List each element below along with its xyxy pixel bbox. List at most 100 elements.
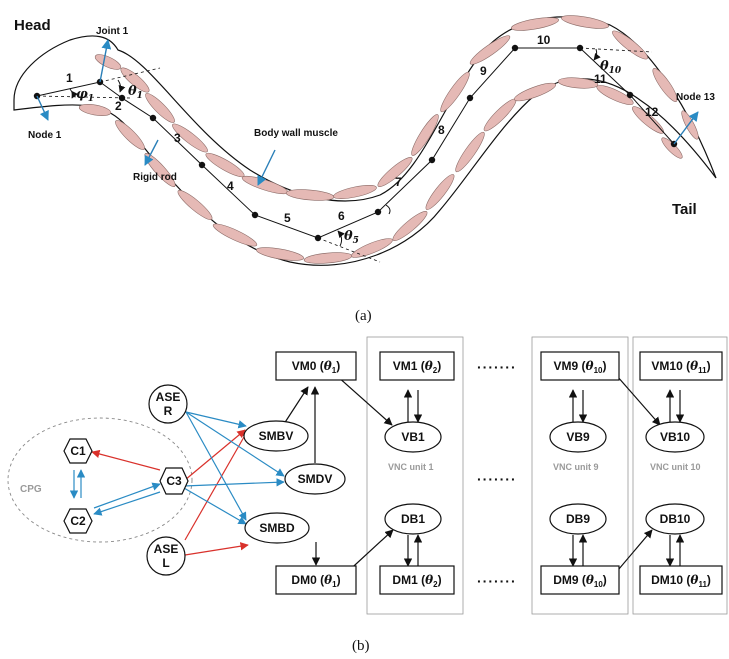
segment-number: 3 <box>174 131 181 145</box>
segment-number: 1 <box>66 71 73 85</box>
muscle-cell <box>145 93 175 123</box>
svg-text:VB10: VB10 <box>660 430 690 444</box>
pointer-arrows <box>36 39 699 186</box>
theta10-symbol: θ10 <box>600 59 622 76</box>
muscle-cell <box>661 137 683 159</box>
vb1-neuron: VB1 <box>384 421 442 453</box>
segment-number: 6 <box>338 209 345 223</box>
muscle-cell <box>115 120 145 150</box>
svg-text:DM10 (θ11): DM10 (θ11) <box>651 573 711 589</box>
vnc-unit-10-label: VNC unit 10 <box>650 462 701 472</box>
rigid-rod-label: Rigid rod <box>133 172 177 183</box>
node13-label: Node 13 <box>676 92 715 103</box>
caption-b: (b) <box>352 638 370 654</box>
node1-label: Node 1 <box>28 130 62 141</box>
ellipsis-bottom: ······· <box>477 573 517 589</box>
svg-text:DB1: DB1 <box>401 512 425 526</box>
svg-text:DB10: DB10 <box>660 512 691 526</box>
segment-numbers: 1 2 3 4 5 6 7 8 9 10 11 12 <box>66 33 659 225</box>
segment-number: 11 <box>594 72 607 86</box>
muscle-cell <box>425 174 455 210</box>
dm0-muscle-box: DM0 (θ1) <box>275 565 357 595</box>
svg-text:SMDV: SMDV <box>298 472 333 486</box>
joint1-label: Joint 1 <box>96 26 129 37</box>
muscle-cell <box>256 247 304 261</box>
db1-neuron: DB1 <box>384 503 442 535</box>
muscle-cell <box>652 68 678 102</box>
svg-text:ASE: ASE <box>154 542 179 556</box>
cpg-node-c3: C3 <box>159 467 189 495</box>
svg-text:VB9: VB9 <box>566 430 590 444</box>
node1-pointer <box>36 95 49 121</box>
muscle-cell <box>78 104 112 116</box>
body-wall-muscle-label: Body wall muscle <box>254 128 338 139</box>
svg-text:VM9 (θ10): VM9 (θ10) <box>554 359 607 375</box>
rigid-rod-chain <box>36 47 675 239</box>
ellipsis-middle: ······· <box>477 471 517 487</box>
joint1-pointer <box>99 39 112 83</box>
blue-inhibitory-links <box>69 411 285 525</box>
body-wall-muscle-cells <box>78 15 699 264</box>
db9-neuron: DB9 <box>549 503 607 535</box>
muscle-cell <box>411 114 439 156</box>
angle-arcs <box>69 48 601 247</box>
cpg-node-c1: C1 <box>63 438 93 464</box>
smbv-neuron: SMBV <box>243 420 309 452</box>
muscle-cell <box>205 152 245 178</box>
smbd-neuron: SMBD <box>244 512 310 544</box>
segment-number: 2 <box>115 99 122 113</box>
muscle-cell <box>513 82 557 102</box>
worm-body <box>13 16 717 266</box>
vm9-muscle-box: VM9 (θ10) <box>540 351 620 381</box>
node-dot <box>511 44 519 52</box>
dm1-muscle-box: DM1 (θ2) <box>379 565 455 595</box>
dm9-muscle-box: DM9 (θ10) <box>540 565 620 595</box>
muscle-cell <box>392 211 428 241</box>
muscle-cell <box>94 54 122 70</box>
svg-text:DM1 (θ2): DM1 (θ2) <box>392 573 441 589</box>
svg-text:ASE: ASE <box>156 390 181 404</box>
muscle-cell <box>455 131 485 173</box>
dm10-muscle-box: DM10 (θ11) <box>639 565 723 595</box>
vnc-unit-9-frame <box>531 336 629 615</box>
muscle-cell <box>632 106 664 134</box>
ellipsis-top: ······· <box>477 359 517 375</box>
svg-text:L: L <box>162 556 169 570</box>
svg-text:C2: C2 <box>70 514 86 528</box>
head-label: Head <box>14 17 51 34</box>
svg-text:DM0 (θ1): DM0 (θ1) <box>291 573 340 589</box>
theta1-symbol: θ1 <box>128 84 143 101</box>
tail-label: Tail <box>672 201 697 218</box>
vnc-unit-1-label: VNC unit 1 <box>388 462 434 472</box>
muscle-cell <box>596 85 634 105</box>
muscle-cell <box>561 15 609 29</box>
vb9-neuron: VB9 <box>549 421 607 453</box>
svg-text:VB1: VB1 <box>401 430 425 444</box>
node-dot <box>466 94 474 102</box>
node-dot <box>149 114 157 122</box>
svg-text:DB9: DB9 <box>566 512 590 526</box>
vb10-neuron: VB10 <box>645 421 705 453</box>
svg-text:VM10 (θ11): VM10 (θ11) <box>651 359 710 375</box>
reference-dashed-lines <box>36 47 653 263</box>
svg-text:DM9 (θ10): DM9 (θ10) <box>553 573 607 589</box>
svg-text:C3: C3 <box>166 474 182 488</box>
cpg-boundary <box>7 417 193 543</box>
svg-text:SMBD: SMBD <box>259 521 295 535</box>
theta5-symbol: θ5 <box>344 229 359 246</box>
muscle-cell <box>612 30 648 60</box>
cpg-label: CPG <box>20 484 42 495</box>
node-dot <box>198 161 206 169</box>
muscle-cell <box>333 185 377 199</box>
muscle-cell <box>177 190 213 220</box>
vnc-unit-1-frame <box>366 336 464 615</box>
muscle-cell <box>469 35 511 65</box>
muscle-cell <box>557 77 599 89</box>
muscle-cell <box>511 17 559 31</box>
vnc-unit-9-label: VNC unit 9 <box>553 462 599 472</box>
smdv-neuron: SMDV <box>284 463 346 495</box>
muscle-cell <box>351 238 393 258</box>
muscle-cell <box>212 223 258 247</box>
muscle-pointer <box>257 149 276 186</box>
segment-number: 5 <box>284 211 291 225</box>
